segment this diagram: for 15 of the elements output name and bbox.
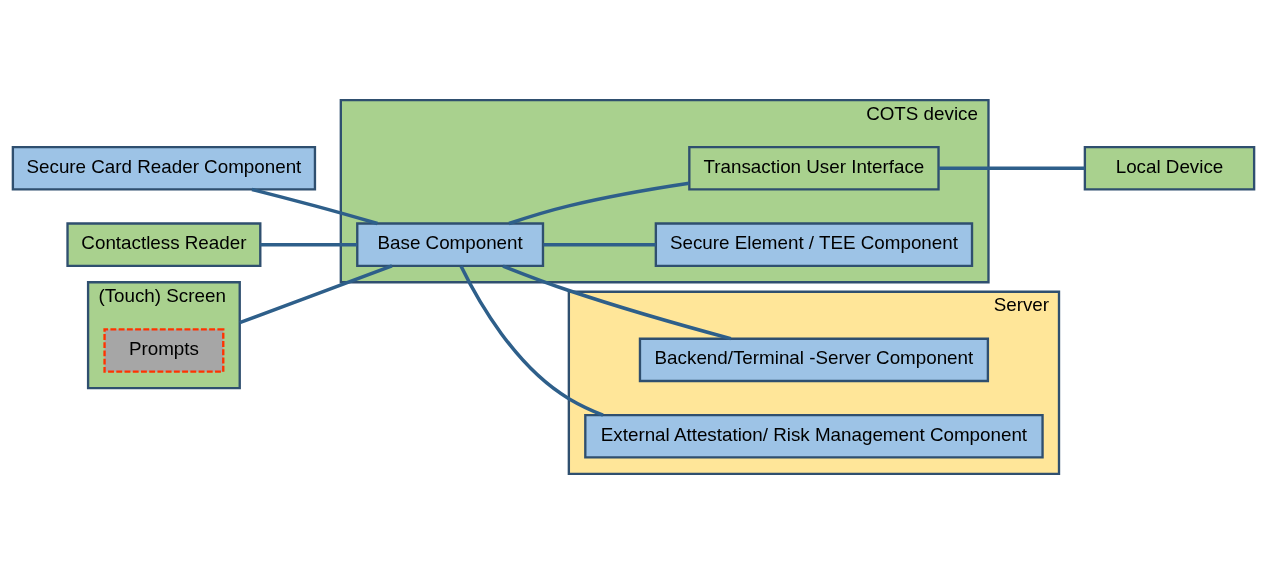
node-box: Prompts — [103, 328, 225, 373]
connector — [508, 181, 690, 226]
connector — [543, 242, 656, 247]
node-box: Transaction User Interface — [688, 145, 940, 191]
connector — [260, 242, 358, 247]
node-box: External Attestation/ Risk Management Component — [584, 413, 1044, 459]
node-box: Backend/Terminal -Server Component — [638, 337, 990, 383]
node-box: Base Component — [356, 222, 545, 267]
node-box: Secure Element / TEE Component — [654, 222, 974, 267]
node-box: Local Device — [1083, 145, 1256, 191]
connector — [938, 166, 1085, 171]
node-box: Contactless Reader — [66, 222, 262, 267]
node-box: Secure Card Reader Component — [11, 145, 317, 191]
connector — [239, 264, 393, 325]
connector — [251, 187, 378, 226]
